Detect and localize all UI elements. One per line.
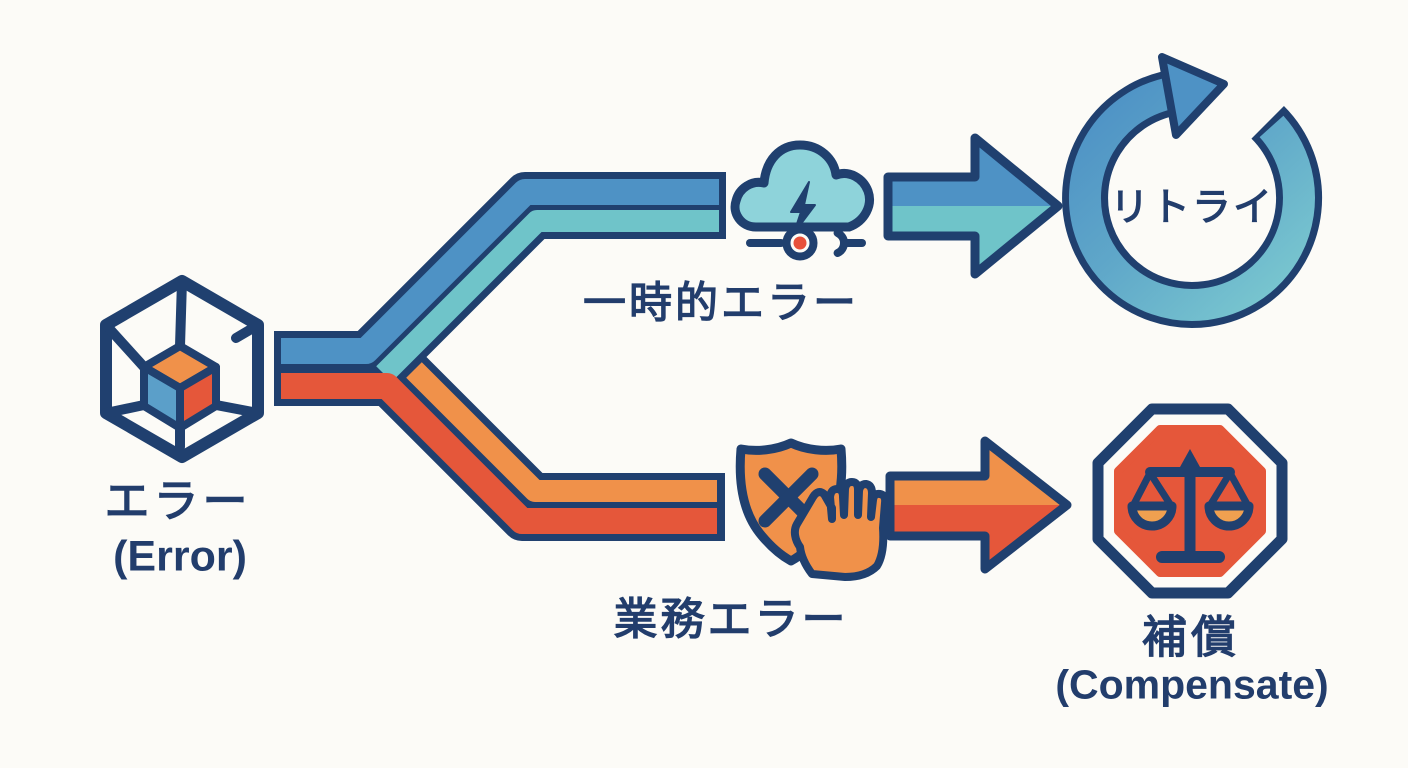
stop-octagon-icon (1092, 403, 1288, 599)
retry-arrowhead (1158, 53, 1228, 139)
retry-icon (1062, 53, 1323, 328)
business-arrow-icon (885, 436, 1072, 574)
compensate-label-jp: 補償 (1141, 611, 1241, 663)
business-branch-label: 業務エラー (613, 595, 849, 644)
compensate-label-en: (Compensate) (1055, 661, 1329, 708)
source-label-en: (Error) (113, 532, 247, 581)
broken-connection-icon (746, 225, 866, 261)
cloud-lightning-icon (730, 140, 874, 234)
transient-arrow-icon (883, 133, 1063, 279)
source-label-jp: エラー (104, 475, 252, 527)
shield-x-icon (735, 438, 890, 581)
stop-hand-icon (790, 478, 890, 581)
scales-icon (1127, 449, 1254, 563)
error-cube-icon (100, 275, 264, 463)
flow-split-band (274, 172, 726, 541)
transient-branch-label: 一時的エラー (583, 279, 859, 328)
retry-label: リトライ (1109, 186, 1275, 230)
